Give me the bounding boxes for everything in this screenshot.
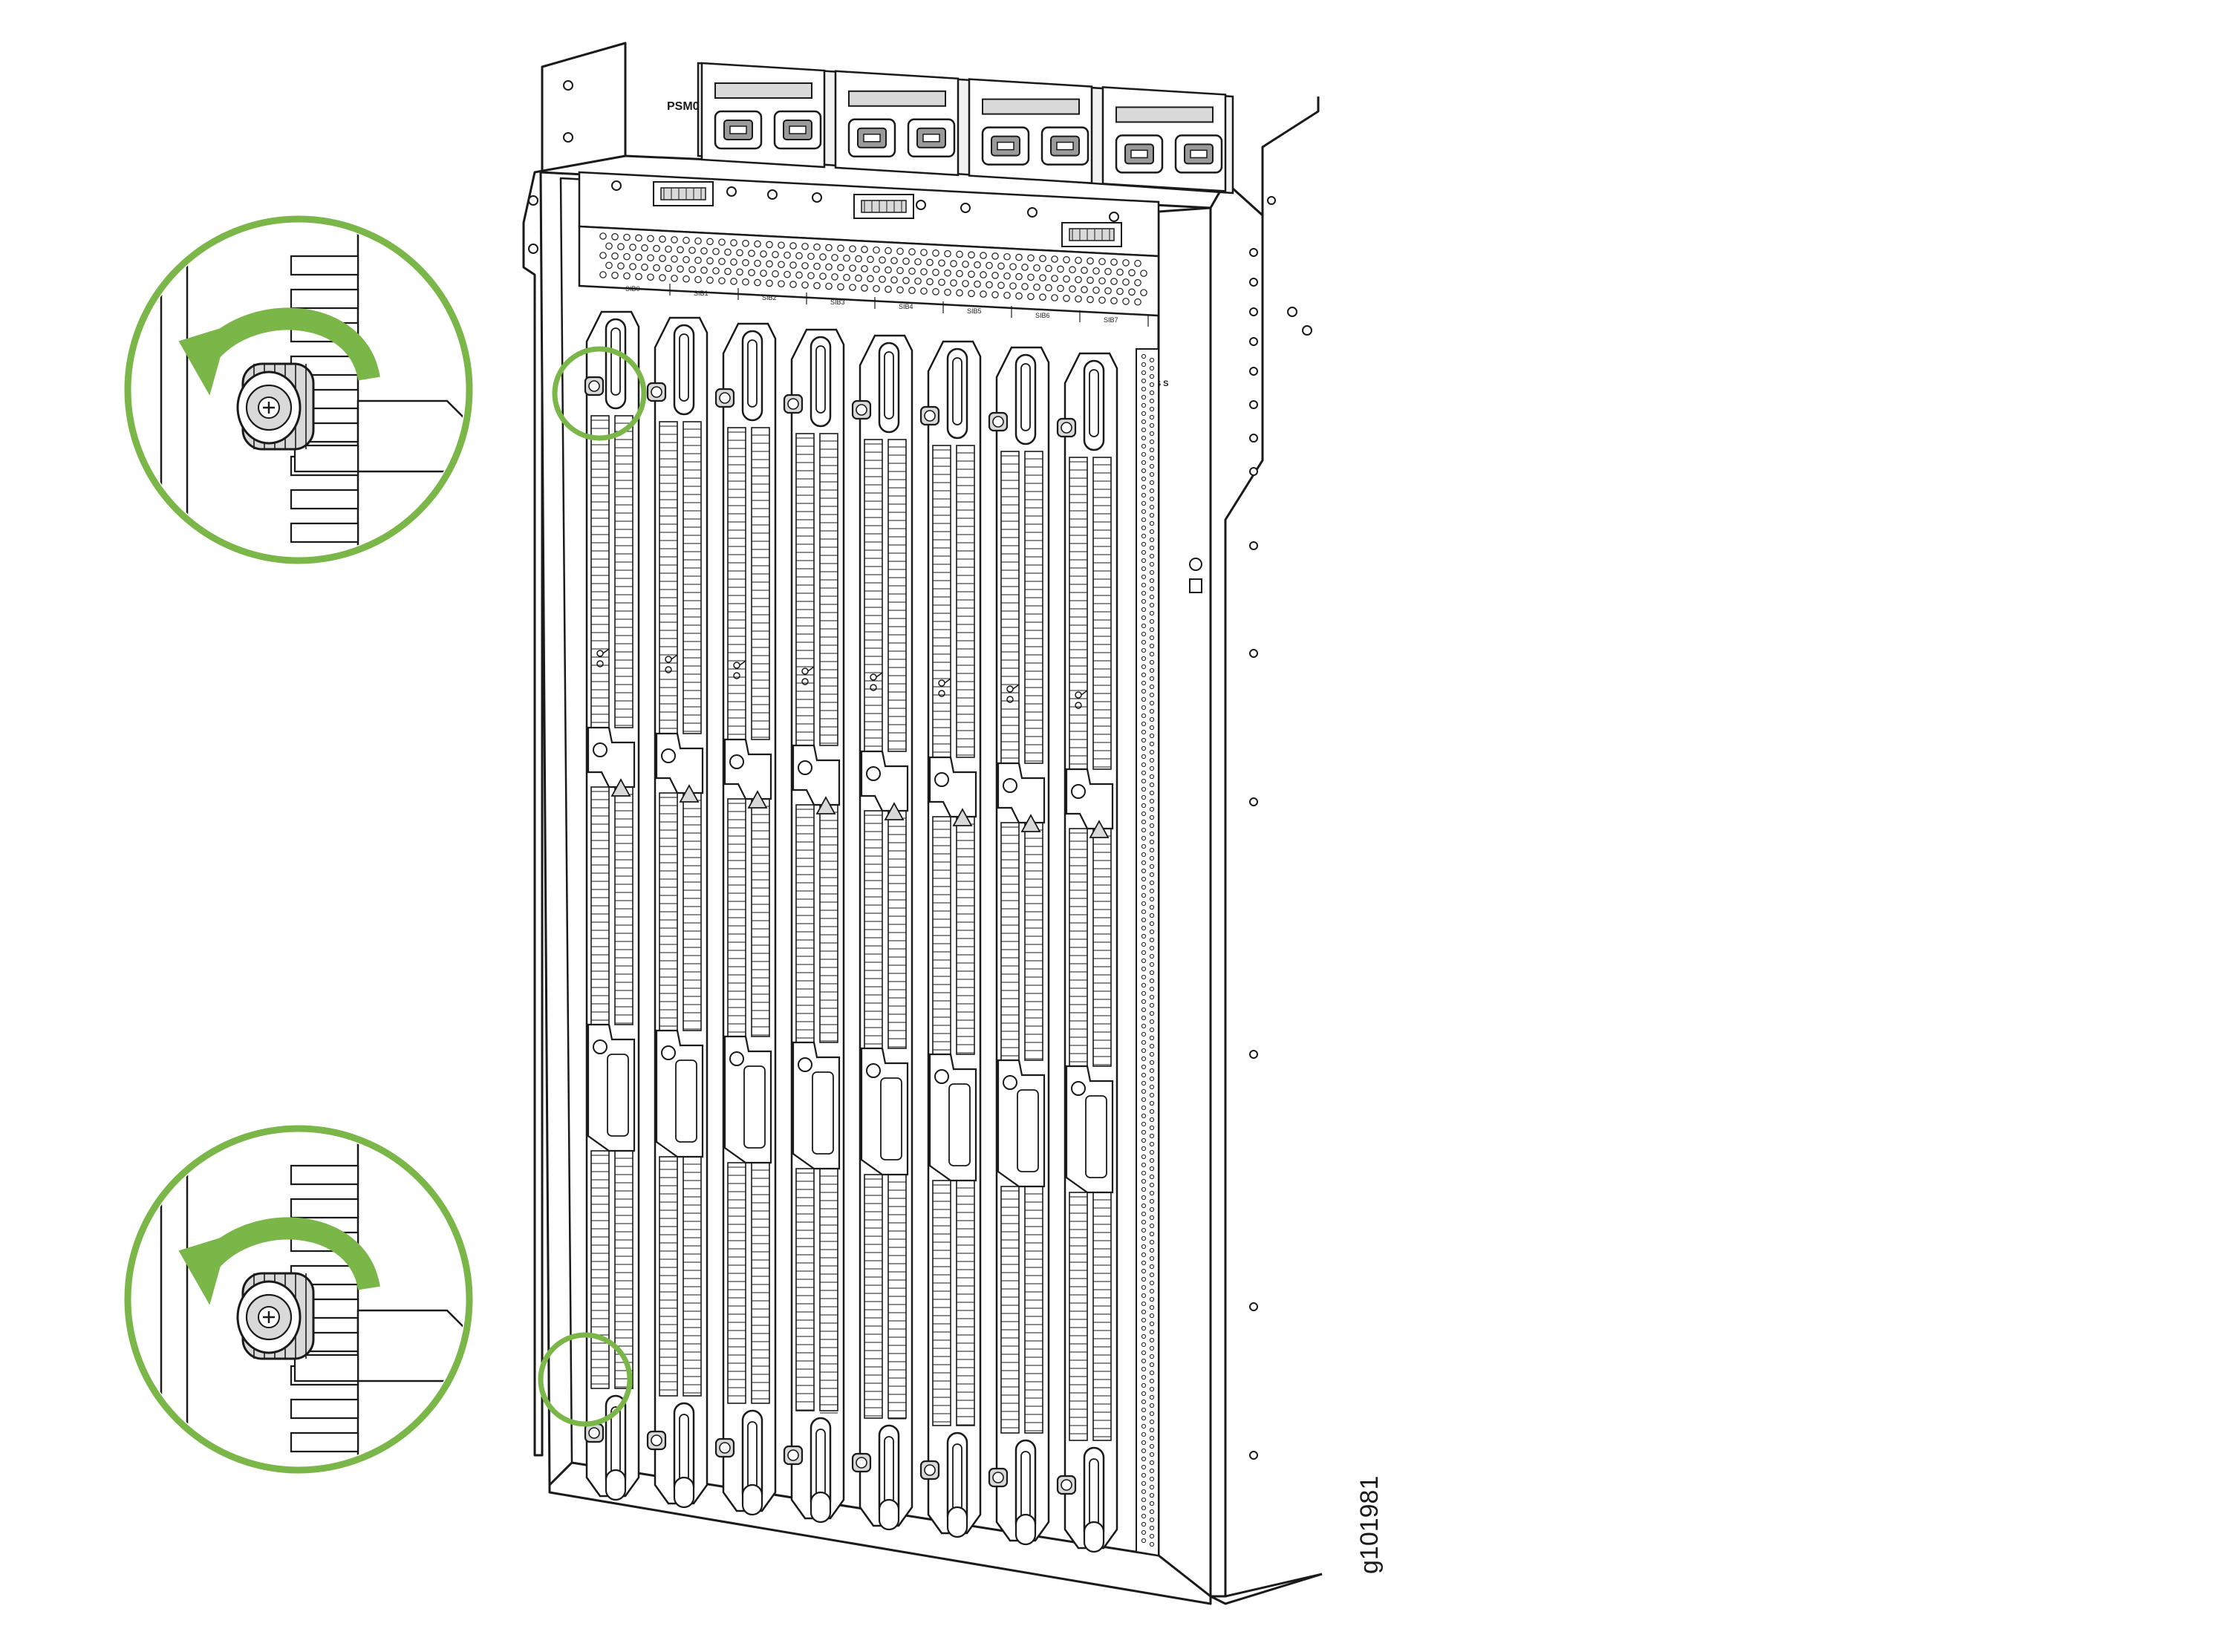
counterclockwise-arrow-icon [178,307,380,396]
warning-triangle-icon [815,796,836,814]
sib-board [919,340,982,1538]
power-supply-module [968,78,1093,184]
screw-hole [960,203,971,213]
thumbscrew-icon [236,1272,315,1360]
screw-hole [916,200,926,210]
mid-latch [723,738,772,800]
right-vent-strip [1136,348,1159,1557]
mid-latch [1065,768,1114,830]
sib-board [584,310,640,1501]
slot-label: SIB7 [1104,316,1118,324]
slot-label: SIB1 [694,290,709,297]
sib-board [714,322,777,1516]
mid-latch [860,750,909,812]
counterclockwise-arrow-icon [178,1217,380,1305]
sib-board [851,334,913,1531]
mid-latch [928,756,977,818]
mid-latch [792,744,841,806]
power-supply-module [700,62,826,169]
rack-ear-holes [1189,196,1312,1460]
warning-triangle-icon [952,808,973,826]
highlight-circle [538,1332,633,1427]
screw-hole [726,186,737,197]
switch-interface-boards [584,310,1118,1553]
mid-latch [655,732,704,794]
warning-triangle-icon [1020,814,1041,832]
mid-latch [587,726,636,789]
warning-triangle-icon [610,778,631,797]
power-supply-modules [700,62,1227,192]
slot-label: SIB2 [762,294,777,301]
screw-hole [611,180,622,191]
midplane-connectors [611,180,1122,247]
slot-label: SIB4 [899,303,913,310]
power-supply-module [1101,86,1227,192]
warning-triangle-icon [884,802,905,820]
screw-hole [767,189,778,200]
screw-hole [1109,212,1119,222]
figure-id: g101981 [1355,1476,1384,1574]
zoom-callouts [124,215,647,1474]
slot-label: SIB5 [967,307,982,315]
left-flange-holes [528,80,573,254]
slot-label: SIB0 [625,285,640,293]
screw-hole [1027,207,1038,218]
vent-perforation [599,232,1147,306]
power-supply-module [834,70,960,177]
thumbscrew-icon [236,362,315,451]
vent-strip-dots [1141,353,1155,1547]
magnified-detail [160,223,465,556]
zoom-callout [124,1125,633,1474]
sib-board [988,346,1050,1546]
slot-label: SIB6 [1035,312,1050,319]
psm-label: PSM0 [667,100,700,113]
warning-triangle-icon [1089,820,1110,838]
warning-triangle-icon [679,784,700,803]
magnified-detail [160,1133,465,1466]
sib-board [646,316,709,1509]
mid-latch [997,762,1046,824]
slot-label: SIB3 [830,298,845,306]
zoom-callout [124,215,647,564]
sib-board [783,328,845,1524]
highlight-circle [552,346,647,441]
warning-triangle-icon [747,790,768,809]
sib-board [1056,352,1118,1553]
screw-hole [812,192,822,203]
